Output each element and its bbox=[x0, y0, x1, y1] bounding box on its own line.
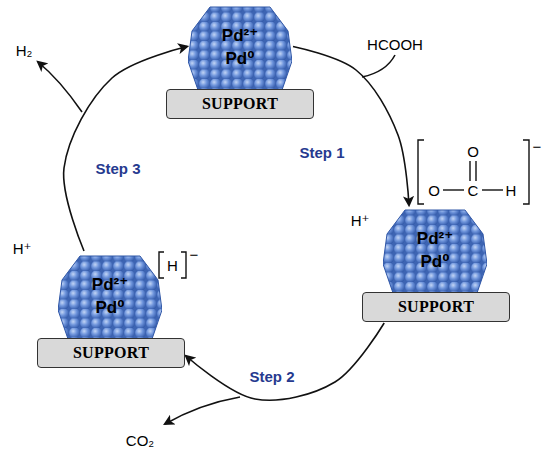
charge-label: − bbox=[533, 139, 542, 154]
support-label: SUPPORT bbox=[202, 95, 278, 113]
cycle-arrow bbox=[186, 323, 384, 400]
cycle-arrow bbox=[293, 47, 409, 206]
proton-label: H⁺ bbox=[351, 213, 370, 228]
product-label: CO₂ bbox=[126, 433, 154, 448]
pd-cluster: Pd²⁺ Pd⁰ bbox=[383, 206, 487, 293]
support-box: SUPPORT bbox=[37, 338, 185, 368]
atom-label: O bbox=[428, 183, 440, 198]
support-box: SUPPORT bbox=[362, 292, 510, 322]
support-label: SUPPORT bbox=[398, 298, 474, 316]
product-label: H₂ bbox=[16, 43, 33, 58]
cycle-arrow bbox=[64, 47, 187, 252]
support-label: SUPPORT bbox=[73, 344, 149, 362]
cluster-shape bbox=[188, 3, 292, 90]
formate-structure bbox=[418, 140, 529, 204]
support-box: SUPPORT bbox=[166, 89, 314, 119]
cluster-shape bbox=[383, 206, 487, 293]
pd-cluster: Pd²⁺ Pd⁰ bbox=[188, 3, 292, 90]
pd-cluster: Pd²⁺ Pd⁰ bbox=[58, 252, 162, 339]
branch-arrows bbox=[38, 55, 395, 424]
oxidation-state: Pd⁰ bbox=[420, 253, 449, 270]
atom-label: O bbox=[467, 144, 479, 159]
oxidation-state: Pd²⁺ bbox=[417, 230, 453, 247]
step-label: Step 2 bbox=[249, 369, 294, 384]
step-label: Step 1 bbox=[299, 145, 344, 160]
oxidation-state: Pd²⁺ bbox=[222, 27, 258, 44]
oxidation-state: Pd⁰ bbox=[95, 299, 124, 316]
reactant-label: HCOOH bbox=[367, 37, 423, 52]
charge-label: − bbox=[190, 247, 199, 262]
atom-label: H bbox=[506, 183, 517, 198]
atom-label: H bbox=[167, 258, 178, 273]
hydride-bracket bbox=[159, 252, 186, 278]
proton-label: H⁺ bbox=[13, 241, 32, 256]
step-label: Step 3 bbox=[95, 161, 140, 176]
oxidation-state: Pd²⁺ bbox=[92, 276, 128, 293]
cluster-shape bbox=[58, 252, 162, 339]
oxidation-state: Pd⁰ bbox=[225, 50, 254, 67]
atom-label: C bbox=[468, 183, 479, 198]
